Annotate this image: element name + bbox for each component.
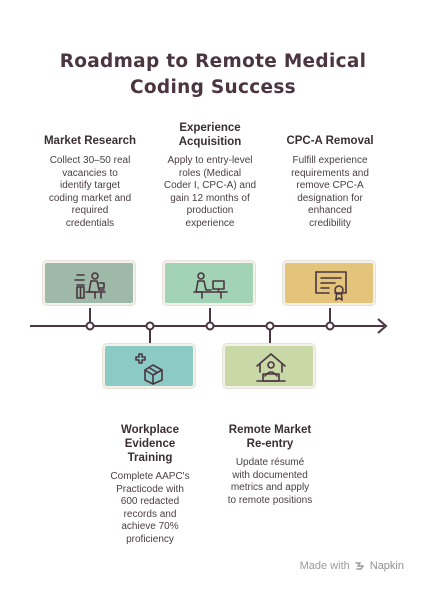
page-title-line-2: Coding Success <box>130 77 296 98</box>
step-4-card <box>223 344 315 388</box>
step-1-heading: Market Research <box>43 135 137 147</box>
step-4-heading: Remote Market Re-entry <box>228 424 312 450</box>
medical-box-icon <box>135 353 163 385</box>
timeline-dot-4 <box>265 321 275 331</box>
step-3-card <box>163 261 255 305</box>
worker-at-desk-icon <box>193 272 228 299</box>
certificate-icon <box>315 271 347 301</box>
step-2-description: Complete AAPC's Practicode with 600 reda… <box>110 471 190 545</box>
timeline-dot-1 <box>85 321 95 331</box>
timeline-dot-2 <box>145 321 155 331</box>
worker-at-desk-icon <box>74 272 106 299</box>
napkin-brand: Napkin <box>369 560 404 572</box>
step-1-card <box>43 261 135 305</box>
step-4-description: Update résumé with documented metrics an… <box>227 457 313 506</box>
step-1-description: Collect 30–50 real vacancies to identify… <box>48 155 132 229</box>
step-5-card <box>283 261 375 305</box>
napkin-logo-icon <box>355 562 364 570</box>
step-2-heading: Workplace Evidence Training <box>121 424 179 464</box>
footer-watermark: Made with Napkin <box>300 560 404 572</box>
step-3-description: Apply to entry-level roles (Medical Code… <box>163 155 257 229</box>
step-5-heading: CPC-A Removal <box>286 135 374 147</box>
home-office-icon <box>256 353 286 382</box>
step-5-description: Fulfill experience requirements and remo… <box>291 155 369 229</box>
timeline-dot-3 <box>205 321 215 331</box>
step-3-heading: Experience Acquisition <box>178 122 242 148</box>
made-with-label: Made with <box>299 560 350 572</box>
step-2-card <box>103 344 195 388</box>
page-title: Roadmap to Remote Medical <box>59 51 367 72</box>
timeline-dot-5 <box>325 321 335 331</box>
